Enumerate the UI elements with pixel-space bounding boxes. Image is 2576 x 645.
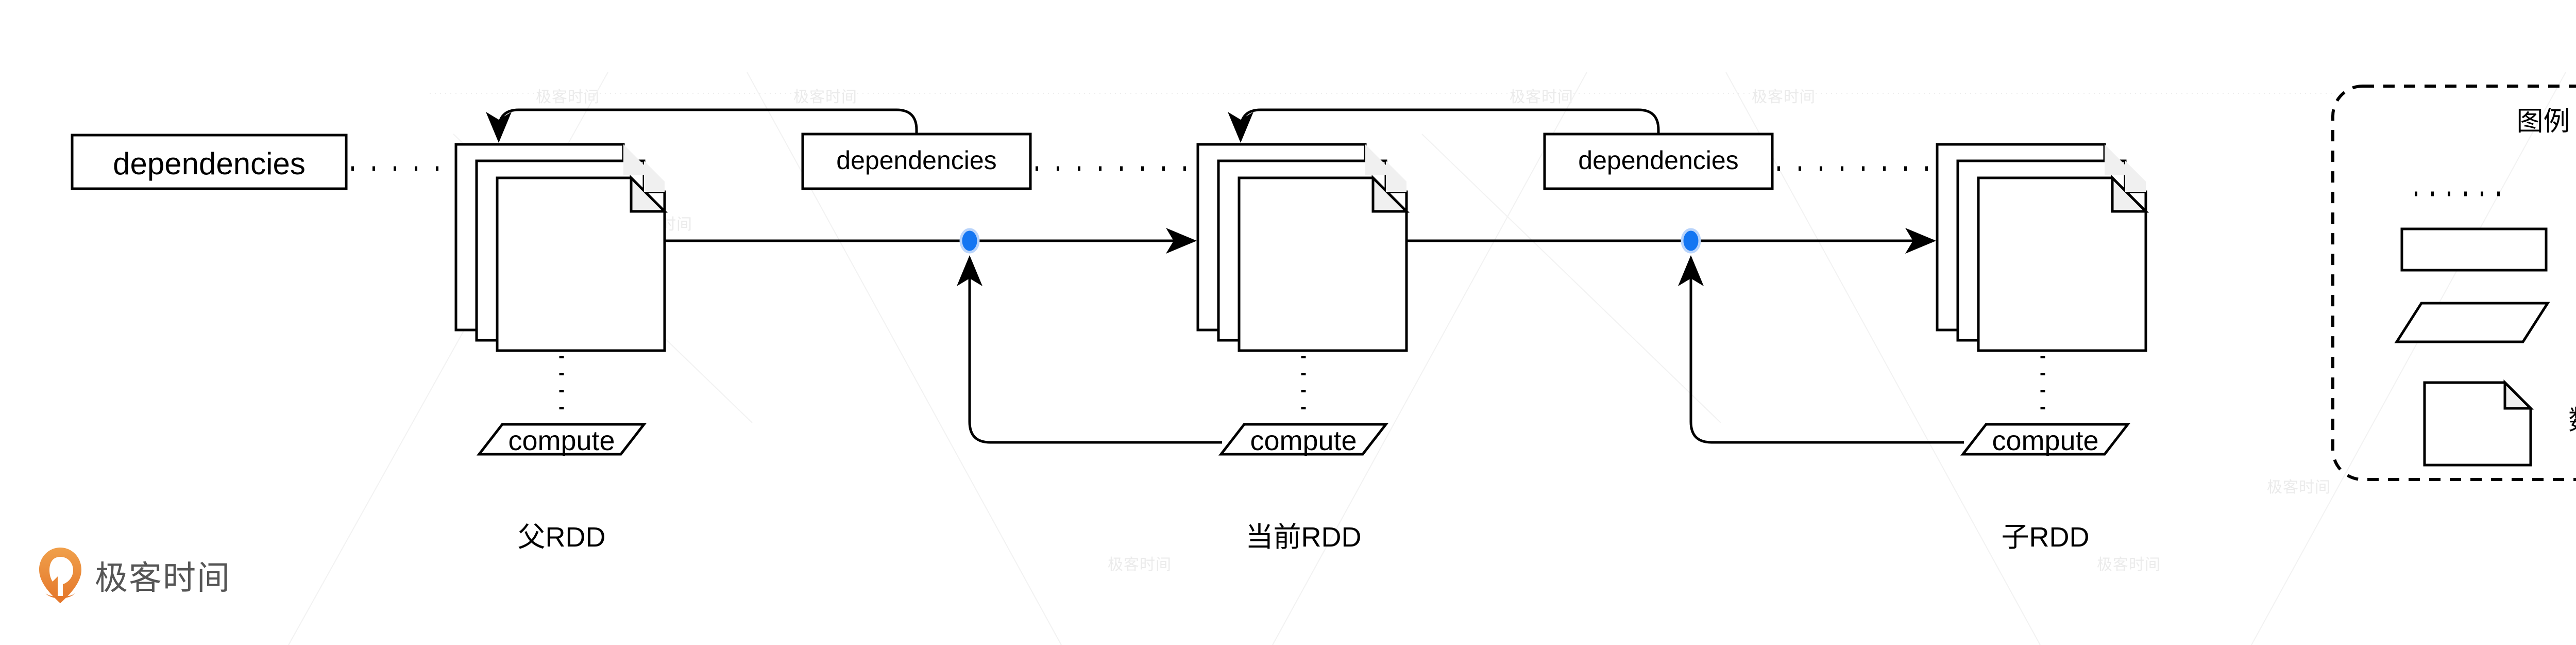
junction-dot[interactable] [959,228,980,254]
data-partition-icon [1238,176,1408,352]
doc-fold-corner [1371,174,1410,213]
doc-fold-corner [630,174,668,213]
legend-item-label-partition: 数据分片 [2568,407,2576,434]
doc-fold-corner [2111,174,2149,213]
compute-shape [476,423,647,456]
dependencies-label: dependencies [113,146,306,181]
dependencies-label: dependencies [836,146,997,175]
compute-shape [1960,423,2131,456]
legend-rectangle-icon [2400,227,2548,272]
rdd-label-parent: 父RDD [517,522,606,553]
legend-parallelogram-icon [2394,302,2550,343]
doc-stack-parent [454,143,668,352]
rdd-label-child: 子RDD [2001,522,2090,553]
doc-stack-child [1936,143,2149,352]
rdd-label-current: 当前RDD [1245,522,1362,553]
dependencies-box [1543,133,1774,190]
dependency-arc-2 [1228,108,1660,189]
compute-feedback-1 [957,255,1222,444]
dependency-arc-1 [486,108,918,189]
legend-panel [2331,85,2576,481]
brand-logo: 极客时间 [37,547,231,604]
compute-label: compute [1250,425,1357,456]
junction-dots [959,228,1701,254]
legend-border [2331,85,2576,481]
dependencies-box [801,133,1032,190]
legend-document-fold [2503,379,2534,410]
junction-dot[interactable] [1681,228,1701,254]
data-partition-icon [1977,176,2147,352]
brand-name: 极客时间 [95,559,231,598]
compute-feedback-2 [1678,255,1964,444]
dependencies-box [71,134,348,190]
compute-shape [1218,423,1389,456]
legend-title: 图例 [2516,107,2570,137]
doc-stack-current [1196,143,1410,352]
geektime-pin-icon [39,548,81,603]
dependencies-label: dependencies [1578,146,1739,175]
data-partition-icon [496,176,666,352]
compute-label: compute [1992,425,2099,456]
compute-label: compute [508,425,615,456]
